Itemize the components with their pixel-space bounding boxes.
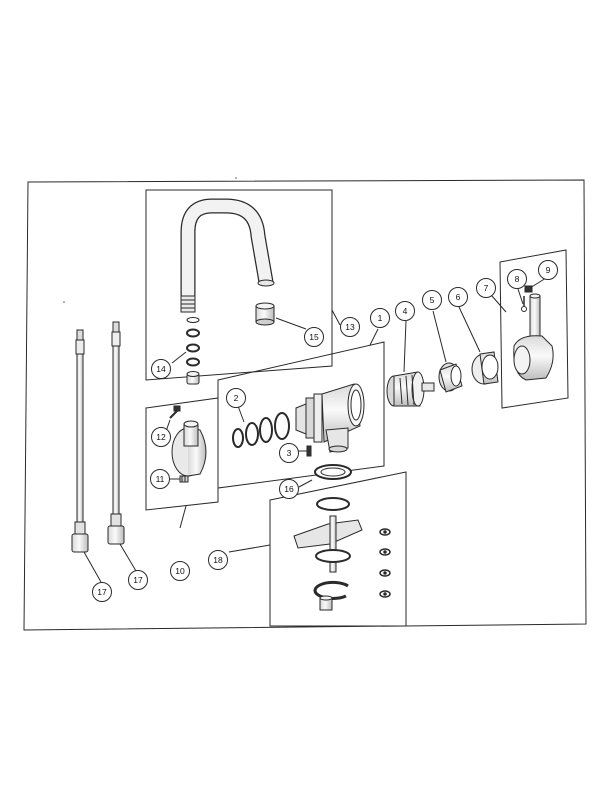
callout-circle [279, 479, 299, 499]
grub-screw-part-11 [179, 475, 189, 483]
callout-circle [448, 287, 468, 307]
speck [235, 177, 237, 179]
callout-circle [507, 269, 527, 289]
callout-circle [422, 290, 442, 310]
callout-number: 10 [175, 566, 185, 576]
callout-number: 18 [213, 555, 223, 565]
callout-circle [170, 561, 190, 581]
spout-seals-part-14 [186, 317, 200, 385]
callout-circle [538, 260, 558, 280]
callout-1: 1 [370, 308, 390, 328]
aerator-part-15 [255, 302, 275, 326]
callout-circle [304, 327, 324, 347]
callout-circle [395, 301, 415, 321]
callout-7: 7 [476, 278, 496, 298]
callout-circle [208, 550, 228, 570]
cover-ring-part-6 [471, 351, 499, 385]
cartridge-nut-part-5 [438, 362, 463, 393]
callout-13: 13 [340, 317, 360, 337]
callout-17: 17 [128, 570, 148, 590]
callout-number: 8 [515, 274, 520, 284]
callout-circle [279, 443, 299, 463]
outer-frame [23, 179, 587, 631]
callout-number: 14 [156, 364, 166, 374]
callout-8: 8 [507, 269, 527, 289]
callout-number: 6 [456, 292, 461, 302]
callout-number: 9 [546, 265, 551, 275]
callout-18: 18 [208, 550, 228, 570]
callout-circle [151, 359, 171, 379]
callout-number: 5 [430, 295, 435, 305]
callout-number: 12 [156, 432, 166, 442]
base-washer-part-16 [314, 464, 352, 480]
callout-12: 12 [151, 427, 171, 447]
spout-panel [145, 189, 333, 381]
side-panel [145, 397, 219, 511]
screw-part-12 [169, 405, 181, 419]
callout-number: 17 [133, 575, 143, 585]
callout-circle [128, 570, 148, 590]
base-kit-nuts [379, 528, 391, 598]
pin-part-3 [306, 445, 312, 457]
callout-number: 11 [156, 474, 165, 484]
callout-3: 3 [279, 443, 299, 463]
callout-circle [151, 427, 171, 447]
cartridge-part-4 [386, 371, 435, 407]
callout-16: 16 [279, 479, 299, 499]
callout-circle [476, 278, 496, 298]
callout-14: 14 [151, 359, 171, 379]
callout-circle [226, 388, 246, 408]
callout-number: 2 [234, 393, 239, 403]
base-kit-panel [269, 471, 407, 627]
handle-panel [499, 249, 569, 409]
callout-circle [150, 469, 170, 489]
callout-number: 15 [309, 332, 319, 342]
callout-2: 2 [226, 388, 246, 408]
callout-number: 13 [345, 322, 355, 332]
flex-hose-right [107, 321, 125, 545]
leader-lines [83, 277, 547, 583]
speck [63, 301, 65, 303]
callout-5: 5 [422, 290, 442, 310]
callout-10: 10 [170, 561, 190, 581]
callout-number: 4 [403, 306, 408, 316]
callout-number: 1 [378, 313, 383, 323]
callout-circle [370, 308, 390, 328]
callout-number: 7 [484, 283, 489, 293]
callout-15: 15 [304, 327, 324, 347]
base-kit-part-18 [293, 497, 363, 611]
callout-number: 16 [284, 484, 294, 494]
callout-circle [92, 582, 112, 602]
callout-6: 6 [448, 287, 468, 307]
spout [180, 198, 275, 313]
callout-4: 4 [395, 301, 415, 321]
callout-circle [340, 317, 360, 337]
screw-part-8 [521, 296, 527, 312]
callout-11: 11 [150, 469, 170, 489]
callout-number: 17 [97, 587, 107, 597]
flex-hose-left [71, 329, 89, 553]
callout-number: 3 [287, 448, 292, 458]
side-valve-body [171, 420, 207, 477]
cap-part-9 [524, 285, 533, 293]
callout-9: 9 [538, 260, 558, 280]
mixer-body-part-1 [295, 383, 365, 453]
o-rings-part-2 [232, 412, 290, 448]
callout-17: 17 [92, 582, 112, 602]
lever-handle-part-7 [513, 293, 554, 381]
